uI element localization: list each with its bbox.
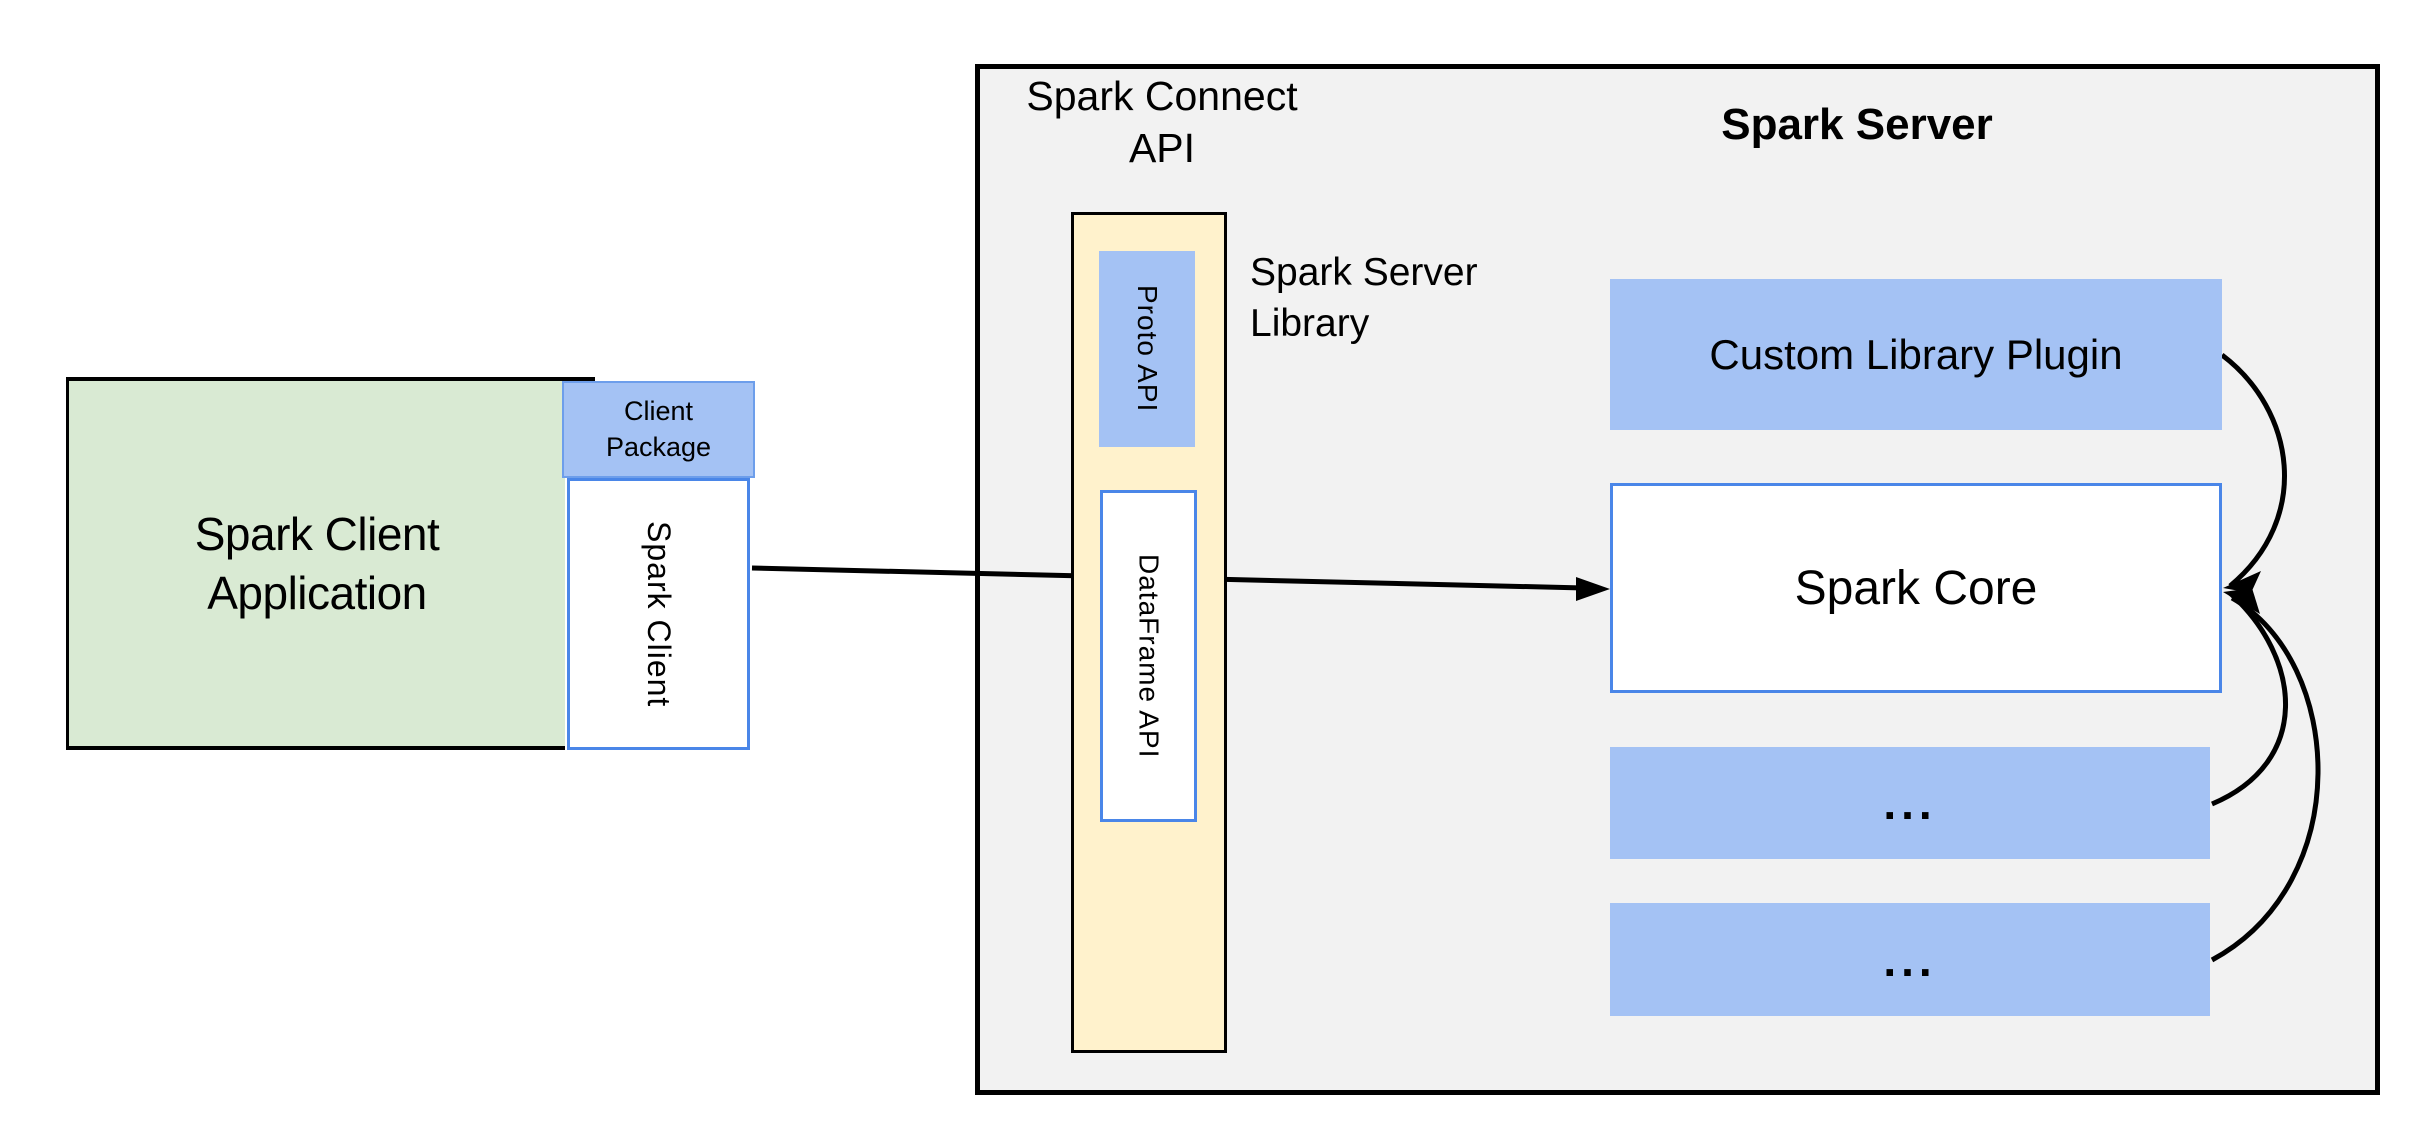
spark-server-library-label: Spark Server Library <box>1250 247 1590 350</box>
spark-connect-api-label: Spark Connect API <box>962 70 1362 175</box>
spark-connect-api-label-line1: Spark Connect <box>1026 73 1298 119</box>
spark-client-box: Spark Client <box>567 478 750 750</box>
plugin-placeholder-box-2: ... <box>1610 903 2210 1016</box>
spark-core-label: Spark Core <box>1794 561 2038 615</box>
client-package-label-line2: Package <box>605 431 712 462</box>
spark-server-library-label-line2: Library <box>1250 302 1370 346</box>
dataframe-api-label: DataFrame API <box>1133 553 1165 759</box>
custom-library-plugin-label: Custom Library Plugin <box>1709 330 2123 378</box>
spark-server-library-label-line1: Spark Server <box>1250 251 1478 294</box>
dataframe-api-box: DataFrame API <box>1100 490 1197 822</box>
proto-api-box: Proto API <box>1099 251 1195 447</box>
client-package-label-line1: Client <box>623 396 694 427</box>
custom-library-plugin-box: Custom Library Plugin <box>1610 279 2222 430</box>
plugin-placeholder-1-label: ... <box>1883 777 1937 829</box>
green-box-border-overhang <box>565 377 595 381</box>
spark-client-application-label-line2: Application <box>207 566 427 619</box>
spark-connect-api-label-line2: API <box>1128 125 1196 172</box>
spark-core-box: Spark Core <box>1610 483 2222 693</box>
plugin-placeholder-box-1: ... <box>1610 747 2210 859</box>
spark-client-application-box: Spark Client Application <box>66 377 565 750</box>
spark-client-application-label-line1: Spark Client <box>194 507 440 560</box>
client-package-box: Client Package <box>562 381 755 478</box>
plugin-placeholder-2-label: ... <box>1883 933 1937 986</box>
spark-server-title: Spark Server <box>1721 100 1993 149</box>
proto-api-label: Proto API <box>1132 285 1163 413</box>
spark-client-label: Spark Client <box>641 520 677 708</box>
